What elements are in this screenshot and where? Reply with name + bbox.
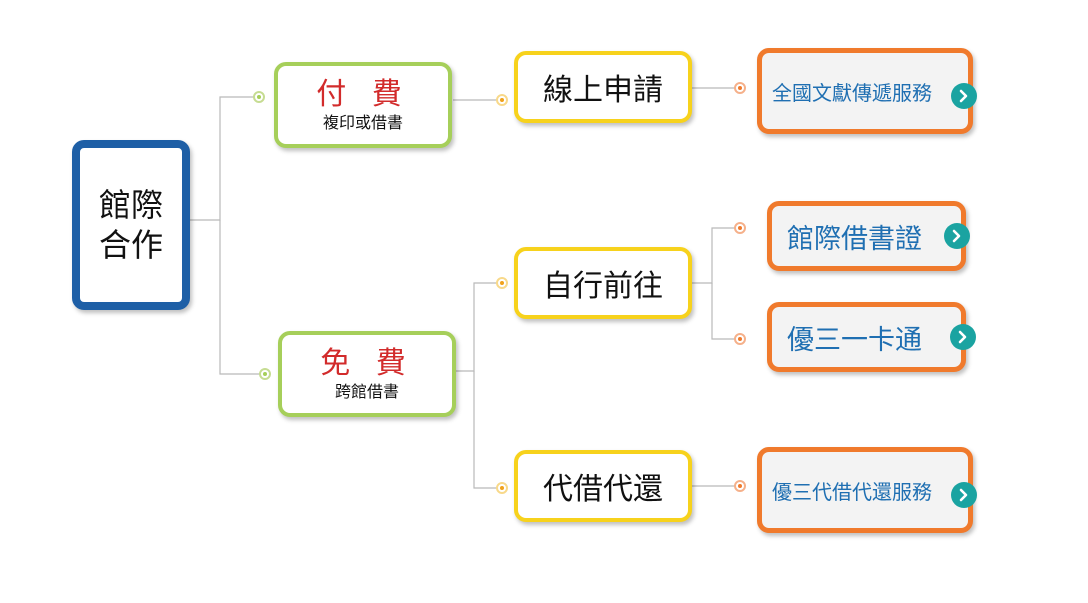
connector-dot: [496, 94, 508, 106]
node-proxy-label: 代借代還: [543, 472, 663, 507]
connector-dot: [734, 333, 746, 345]
link-proxy-borrow-service-label: 優三代借代還服務: [772, 479, 932, 504]
root-node-interlibrary: 館際合作: [72, 140, 190, 310]
chevron-right-icon[interactable]: [944, 223, 970, 249]
connector-dot: [734, 222, 746, 234]
connector-free-proxy: [473, 371, 502, 489]
root-node-label: 館際合作: [98, 186, 163, 264]
connector-dot: [253, 91, 265, 103]
link-ill-borrowing-card-label: 館際借書證: [787, 223, 922, 255]
connector-root-level1: [190, 96, 259, 221]
chevron-right-icon[interactable]: [951, 482, 977, 508]
link-national-document-delivery-label: 全國文獻傳遞服務: [772, 80, 932, 105]
connector-free-branches: [455, 282, 502, 372]
node-online-application: 線上申請: [514, 51, 692, 123]
node-paid-title: 付 費: [316, 77, 410, 112]
node-self-visit-label: 自行前往: [543, 269, 663, 304]
link-card-pass[interactable]: 優三一卡通: [767, 302, 976, 372]
link-national-document-delivery[interactable]: 全國文獻傳遞服務: [757, 48, 977, 134]
node-free: 免 費 跨館借書: [278, 331, 456, 417]
node-paid-subtitle: 複印或借書: [322, 113, 403, 132]
node-paid: 付 費 複印或借書: [274, 62, 452, 148]
connector-dot: [734, 480, 746, 492]
node-free-subtitle: 跨館借書: [334, 382, 399, 401]
connector-self-branches: [690, 227, 740, 284]
link-ill-borrowing-card[interactable]: 館際借書證: [767, 201, 970, 271]
node-online-label: 線上申請: [543, 73, 663, 108]
connector-dot: [496, 277, 508, 289]
chevron-right-icon[interactable]: [950, 324, 976, 350]
connector-dot: [734, 82, 746, 94]
connector-dot: [496, 482, 508, 494]
node-proxy-borrow: 代借代還: [514, 450, 692, 522]
chevron-right-icon[interactable]: [951, 83, 977, 109]
connector-self-card: [711, 283, 740, 340]
link-proxy-borrow-service[interactable]: 優三代借代還服務: [757, 447, 977, 533]
node-free-title: 免 費: [320, 346, 414, 381]
node-self-visit: 自行前往: [514, 247, 692, 319]
link-card-pass-label: 優三一卡通: [787, 324, 922, 356]
connector-dot: [259, 368, 271, 380]
connector-root-free: [219, 220, 265, 375]
